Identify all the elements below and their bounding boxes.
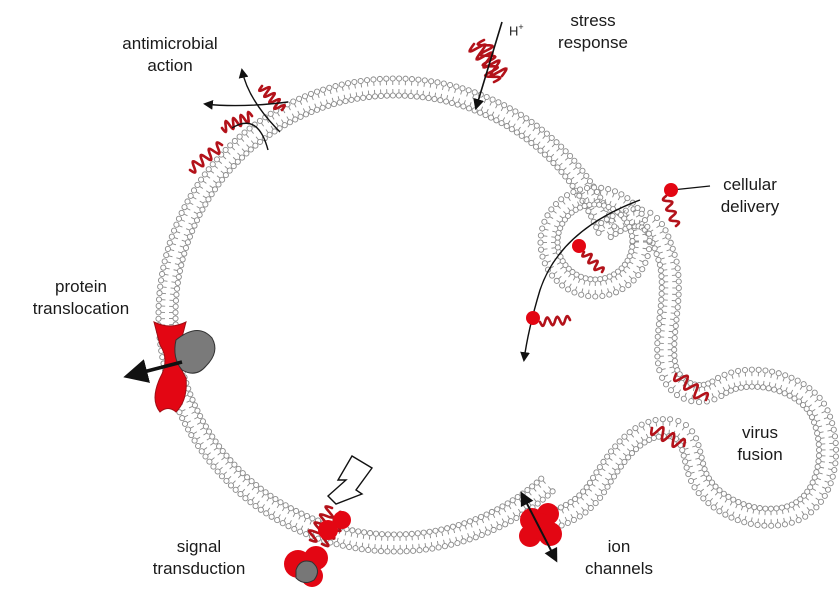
delivery-arrow xyxy=(520,199,641,362)
label-line: ion xyxy=(607,537,631,556)
ion-arrow xyxy=(520,491,558,563)
helix-antimicrobial-3 xyxy=(257,84,287,112)
helix-fusion-1 xyxy=(672,372,710,402)
label-line: antimicrobial xyxy=(122,34,218,53)
delivery-leader xyxy=(671,185,711,191)
label-ion-channels: ion channels xyxy=(574,536,664,580)
proton-label: H+ xyxy=(509,22,524,38)
label-line: response xyxy=(558,33,628,52)
label-stress-response: stress response xyxy=(548,10,638,54)
cell-membrane-main xyxy=(155,75,618,555)
label-cellular-delivery: cellular delivery xyxy=(710,174,790,218)
label-line: delivery xyxy=(720,197,780,216)
label-line: signal xyxy=(176,537,222,556)
helix-delivery-2 xyxy=(581,250,605,274)
label-line: transduction xyxy=(152,559,246,578)
label-antimicrobial-action: antimicrobial action xyxy=(120,33,220,77)
label-virus-fusion: virus fusion xyxy=(725,422,795,466)
label-line: translocation xyxy=(32,299,130,318)
helix-antimicrobial-2 xyxy=(220,110,254,134)
signal-arrow xyxy=(326,455,374,505)
cell-membrane-extension xyxy=(541,206,840,533)
helix-delivery-3 xyxy=(538,314,572,328)
cargo-molecules xyxy=(526,183,678,325)
lipid-bilayers xyxy=(155,75,840,555)
translocation-arrow xyxy=(123,359,183,383)
label-signal-transduction: signal transduction xyxy=(140,536,258,580)
label-line: cellular xyxy=(723,175,777,194)
label-line: action xyxy=(147,56,193,75)
label-line: protein xyxy=(55,277,107,296)
proton-arrow xyxy=(473,21,503,111)
helix-stress-2 xyxy=(476,38,502,84)
translocon xyxy=(153,321,216,413)
label-protein-translocation: protein translocation xyxy=(20,276,142,320)
proton-symbol: H xyxy=(509,23,519,39)
label-line: channels xyxy=(584,559,654,578)
receptor xyxy=(284,511,351,587)
helix-fusion-2 xyxy=(649,425,687,449)
peptide-helices xyxy=(188,38,710,548)
helix-delivery-1 xyxy=(661,194,681,228)
label-line: stress xyxy=(570,11,616,30)
label-line: fusion xyxy=(737,445,783,464)
helix-antimicrobial-1 xyxy=(188,141,224,174)
label-line: virus xyxy=(742,423,778,442)
proton-charge: + xyxy=(518,22,524,32)
antimicrobial-arrows xyxy=(203,68,289,151)
